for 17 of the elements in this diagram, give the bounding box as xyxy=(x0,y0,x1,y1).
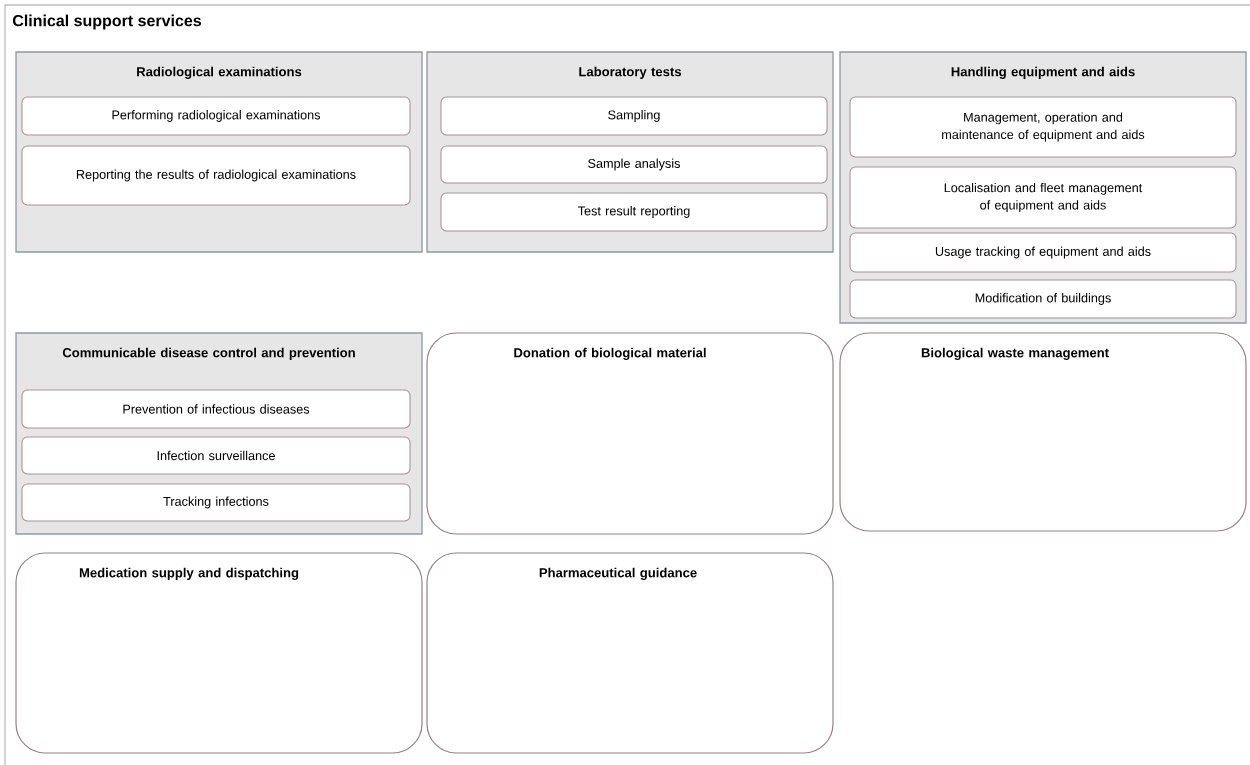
item-box: Modification of buildings xyxy=(849,279,1237,319)
item-box: Infection surveillance xyxy=(21,436,411,475)
item-box: Prevention of infectious diseases xyxy=(21,389,411,429)
item-box: Sample analysis xyxy=(440,145,828,184)
item-box: Localisation and fleet management of equipment and aids xyxy=(849,166,1237,229)
item-box: Sampling xyxy=(440,96,828,136)
item-box: Tracking infections xyxy=(21,483,411,522)
rounded-box: Medication supply and dispatching xyxy=(15,552,423,754)
item-box: Management, operation and maintenance of equipment and aids xyxy=(849,96,1237,158)
item-box: Reporting the results of radiological examinations xyxy=(21,145,411,206)
item-box: Test result reporting xyxy=(440,192,828,232)
rounded-box: Donation of biological material xyxy=(426,332,834,535)
rounded-box: Biological waste management xyxy=(839,332,1247,532)
title: Clinical support services xyxy=(12,14,201,30)
item-box: Usage tracking of equipment and aids xyxy=(849,232,1237,273)
rounded-box: Pharmaceutical guidance xyxy=(426,552,834,754)
item-box: Performing radiological examinations xyxy=(21,96,411,136)
